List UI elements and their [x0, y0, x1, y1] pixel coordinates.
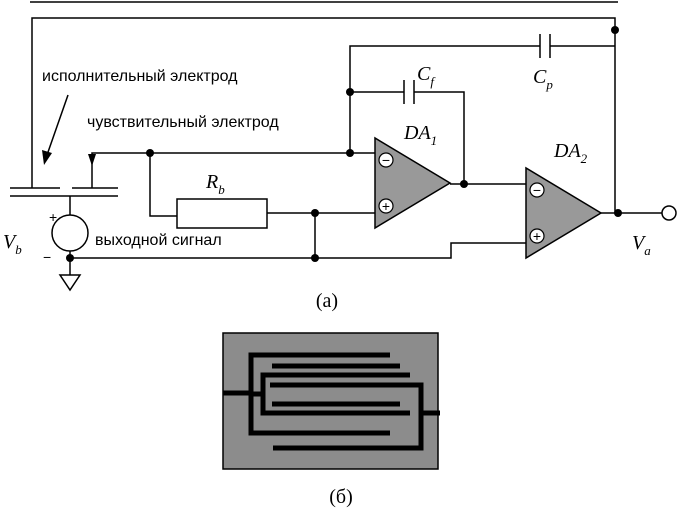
sensing-electrode-label: чувствительный электрод — [87, 114, 279, 131]
da1-noninv-input-marker — [378, 198, 394, 214]
da1-inv-sign: − — [382, 152, 390, 168]
opamp-da1 — [374, 136, 452, 230]
da1-label: DA1 — [403, 122, 437, 148]
actuator-arrow-head — [42, 150, 52, 165]
junction-cp-right — [611, 26, 619, 34]
sensing-arrow-head — [88, 154, 96, 166]
cf-right-wire — [414, 91, 465, 184]
cp-left-wire — [349, 45, 540, 153]
output-terminal — [661, 205, 677, 221]
caption-b: (б) — [329, 486, 353, 508]
actuator-feedback-wire — [31, 17, 616, 213]
output-signal-label: выходной сигнал — [95, 232, 222, 249]
common-wire — [70, 242, 526, 259]
cf-label: Cf — [417, 63, 436, 89]
right-comb-outer — [270, 382, 424, 451]
caption-a: (а) — [316, 290, 338, 312]
actuator-arrow-line — [46, 94, 69, 156]
da1-noninv-sign: + — [382, 198, 390, 214]
junction-da1-out — [460, 180, 468, 188]
actuator-electrode-label: исполнительный электрод — [42, 68, 238, 85]
cp-label: Cp — [533, 66, 553, 92]
da2-inv-sign: − — [533, 182, 541, 198]
junction-output — [614, 209, 622, 217]
da2-label: DA2 — [553, 140, 588, 166]
vb-minus-sign: − — [43, 249, 51, 265]
interdigitated-electrodes — [223, 352, 440, 451]
rb-left-wire — [149, 153, 177, 217]
da1-inv-input-marker — [378, 152, 394, 168]
sensing-wire — [91, 152, 350, 188]
junction-vb-bottom — [66, 254, 74, 262]
interdigitated-fingers — [272, 363, 400, 407]
vb-plus-sign: + — [49, 209, 57, 225]
vb-label: Vb — [3, 231, 22, 257]
ground-icon — [58, 274, 82, 292]
resistor-rb — [176, 198, 268, 229]
rb-label: Rb — [205, 171, 225, 197]
da2-noninv-sign: + — [533, 228, 541, 244]
voltage-source-vb — [51, 214, 89, 252]
da2-noninv-input-marker — [529, 228, 545, 244]
junction-cf-left — [346, 88, 354, 96]
opamp-da2 — [525, 166, 603, 260]
da2-inv-input-marker — [529, 182, 545, 198]
va-label: Va — [632, 232, 651, 258]
